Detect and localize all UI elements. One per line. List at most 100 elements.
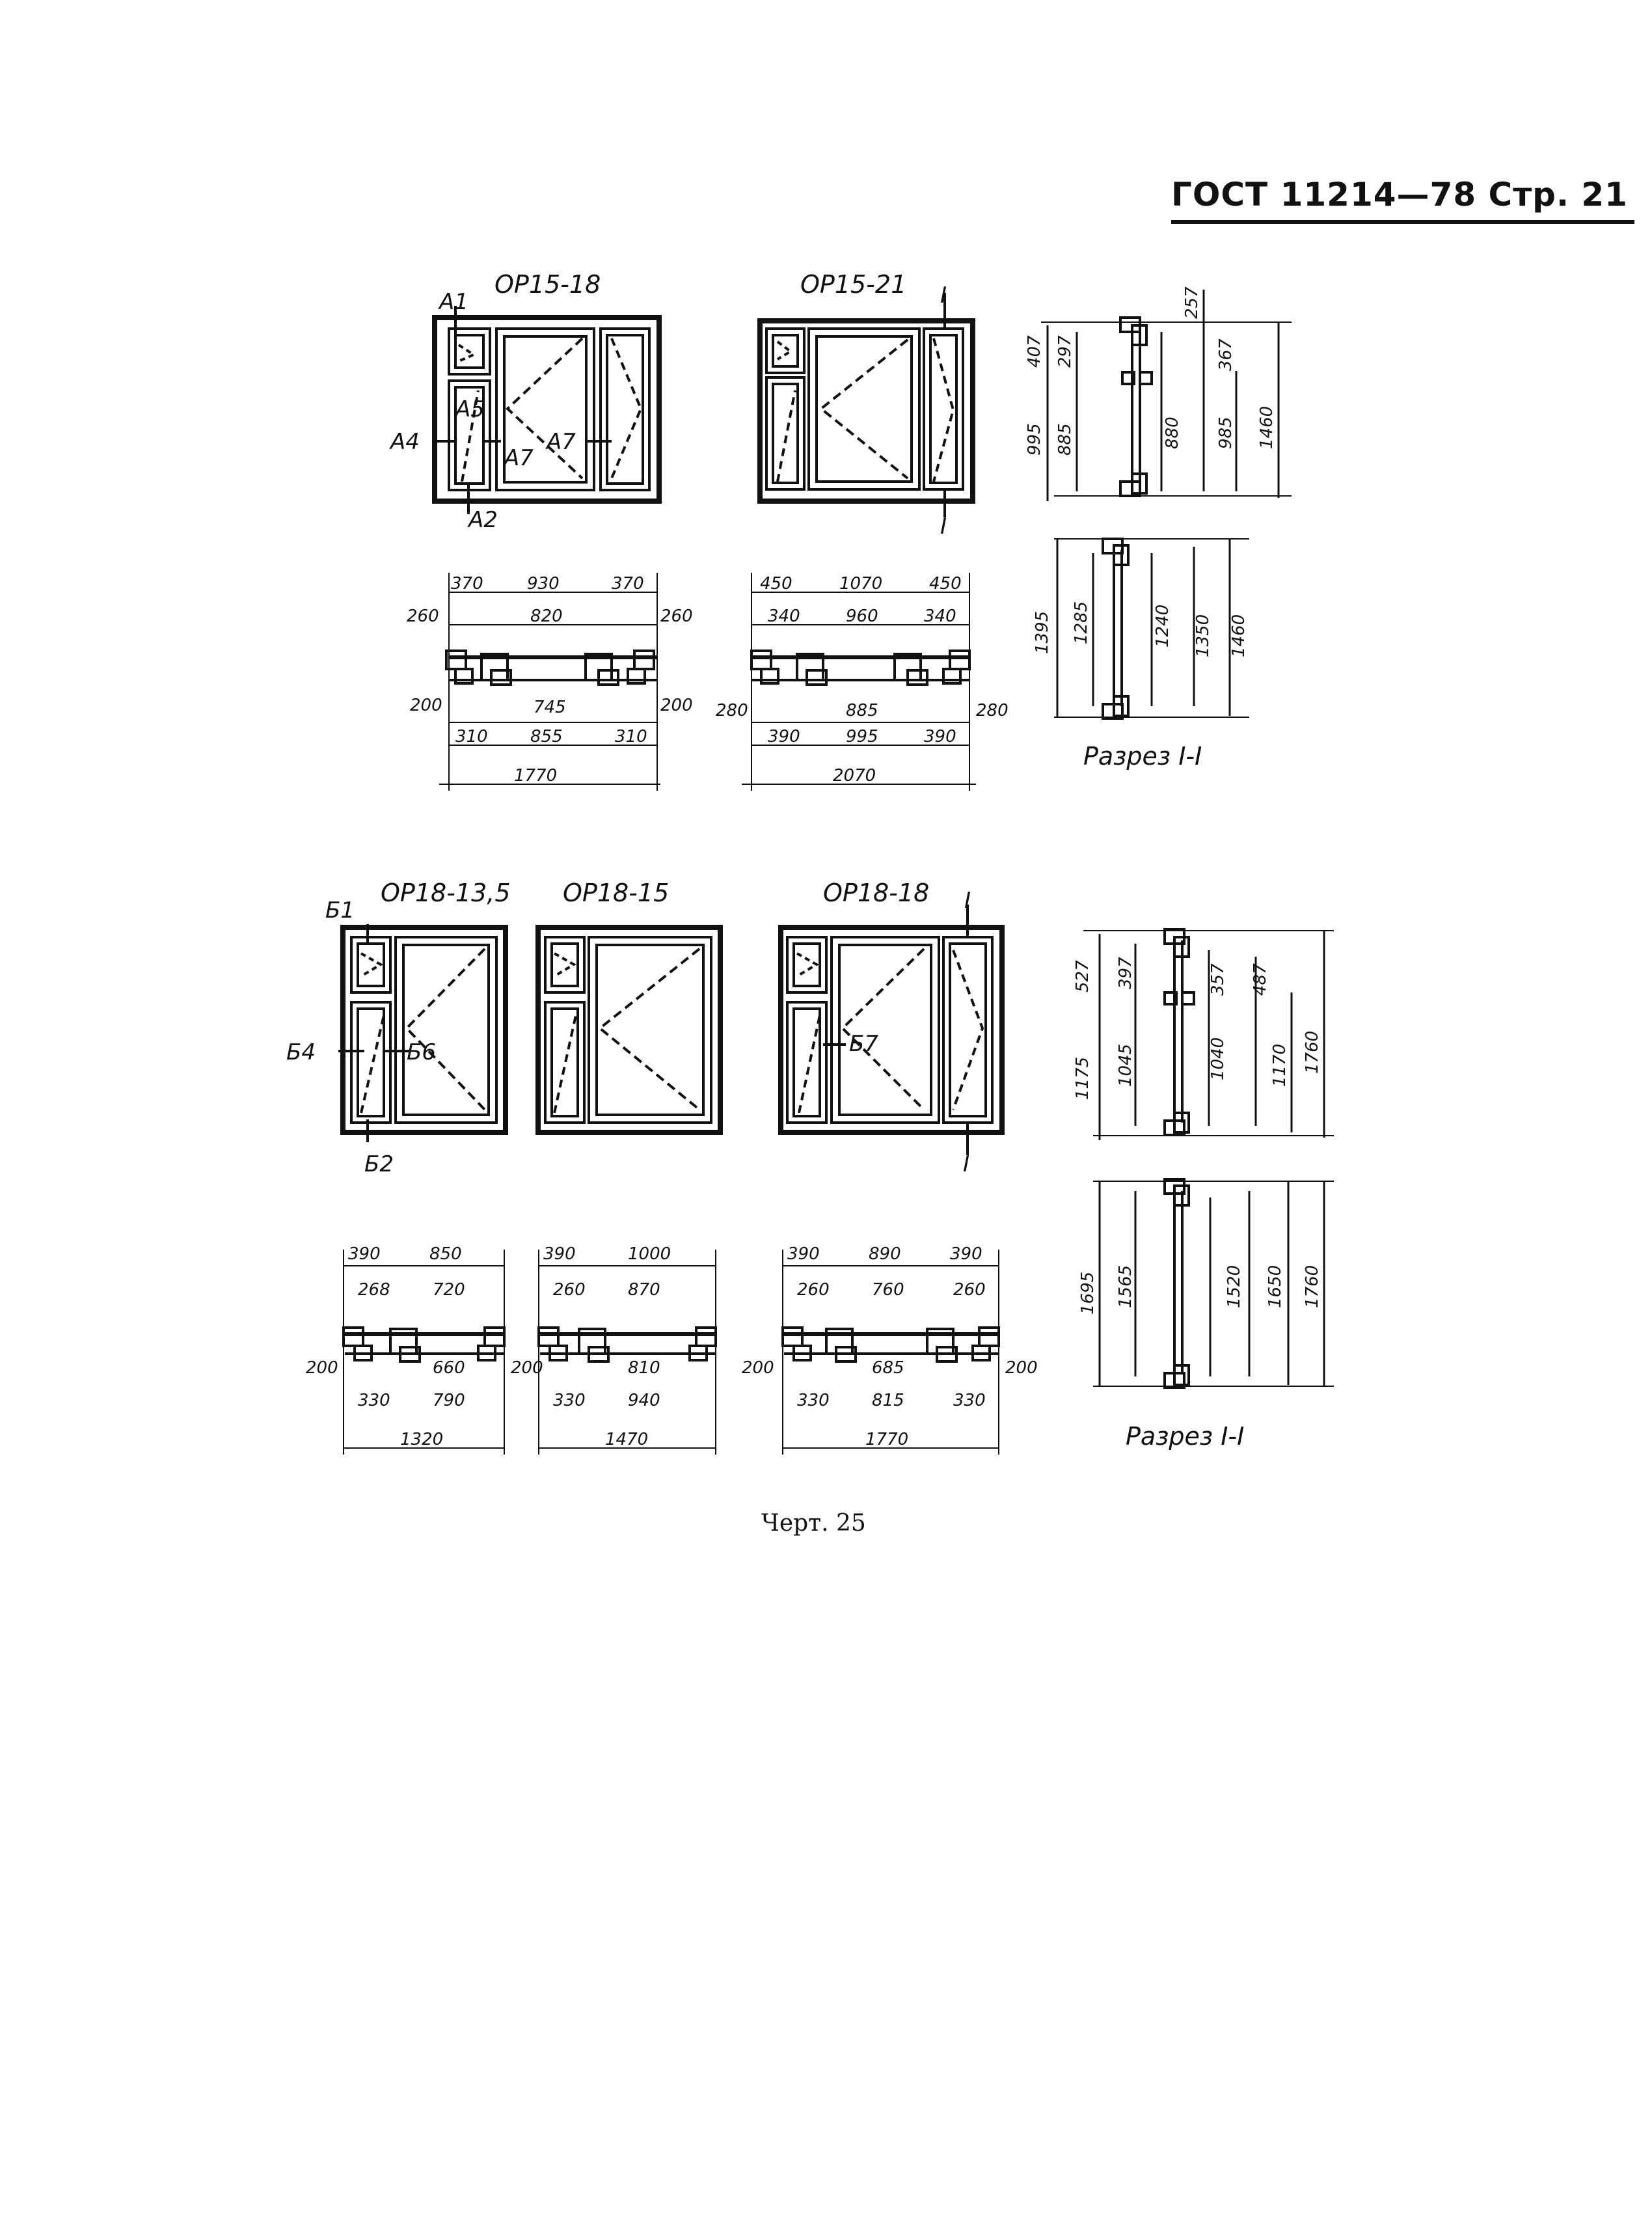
title-op18-15: ОР18-15 xyxy=(563,879,669,907)
dim: 257 xyxy=(1182,286,1202,319)
dim: 995 xyxy=(846,727,878,746)
dim: 390 xyxy=(768,727,800,746)
dim: 855 xyxy=(530,727,563,746)
window-op15-18-plan xyxy=(439,573,660,791)
dim: 390 xyxy=(348,1244,381,1264)
dim: 200 xyxy=(660,696,693,715)
mark-a5: А5 xyxy=(454,396,485,422)
mark-a2: А2 xyxy=(467,507,498,533)
dim: 1320 xyxy=(400,1430,443,1449)
page-header: ГОСТ 11214—78 Стр. 21 xyxy=(1171,176,1634,224)
mark-a4: А4 xyxy=(389,429,420,455)
section-2-bottom xyxy=(1093,1178,1334,1389)
dim: 1240 xyxy=(1153,605,1172,648)
section-label-1: Разрез I-I xyxy=(1083,742,1202,771)
mark-b2: Б2 xyxy=(364,1151,394,1177)
dim: 1395 xyxy=(1033,611,1052,654)
dim: 720 xyxy=(433,1280,465,1300)
dim: 890 xyxy=(869,1244,901,1264)
dim: 660 xyxy=(433,1358,465,1378)
section-2-top xyxy=(1083,928,1334,1140)
dim: 390 xyxy=(543,1244,576,1264)
mark-a7-left: А7 xyxy=(503,445,534,471)
title-op15-18: ОР15-18 xyxy=(494,270,601,299)
header-rule xyxy=(1171,220,1634,224)
dim: 1760 xyxy=(1303,1031,1322,1074)
roman-i-op15-21-top: I xyxy=(940,282,947,308)
dim: 367 xyxy=(1216,338,1236,371)
dim: 885 xyxy=(1055,423,1075,456)
dim: 390 xyxy=(787,1244,820,1264)
mark-a1: А1 xyxy=(438,289,468,315)
dim: 1175 xyxy=(1073,1057,1092,1100)
dim: 930 xyxy=(527,574,560,594)
dim: 820 xyxy=(530,607,563,626)
dim: 1040 xyxy=(1208,1037,1228,1080)
title-op18-18: ОР18-18 xyxy=(823,879,929,907)
dim: 340 xyxy=(768,607,800,626)
dim: 760 xyxy=(872,1280,904,1300)
mark-b6: Б6 xyxy=(407,1039,436,1065)
dim: 390 xyxy=(924,727,956,746)
dim: 527 xyxy=(1073,960,1092,992)
window-op18-15-plan xyxy=(537,1250,717,1455)
dim: 1770 xyxy=(865,1430,908,1449)
window-op15-21-plan xyxy=(742,573,976,791)
dim: 1650 xyxy=(1266,1265,1285,1308)
dim: 1470 xyxy=(605,1430,648,1449)
window-op18-18-elevation xyxy=(778,905,1005,1155)
dim: 815 xyxy=(872,1391,904,1410)
mark-b7: Б7 xyxy=(849,1031,878,1057)
window-op18-13-5-elevation xyxy=(338,924,508,1142)
dim: 790 xyxy=(433,1391,465,1410)
mark-b1: Б1 xyxy=(325,897,355,923)
dim: 1000 xyxy=(628,1244,671,1264)
dim: 397 xyxy=(1116,957,1135,989)
dim: 370 xyxy=(612,574,644,594)
dim: 850 xyxy=(429,1244,462,1264)
figure-caption: Черт. 25 xyxy=(761,1510,866,1537)
dim: 260 xyxy=(797,1280,830,1300)
dim: 985 xyxy=(1216,417,1236,449)
dim: 260 xyxy=(407,607,439,626)
dim: 260 xyxy=(553,1280,586,1300)
dim: 1695 xyxy=(1078,1272,1098,1315)
dim: 330 xyxy=(953,1391,986,1410)
dim: 870 xyxy=(628,1280,660,1300)
dim: 2070 xyxy=(833,766,876,786)
dim: 487 xyxy=(1251,963,1270,996)
dim: 200 xyxy=(742,1358,774,1378)
dim: 200 xyxy=(511,1358,543,1378)
mark-a7-right: А7 xyxy=(545,429,576,455)
dim: 330 xyxy=(797,1391,830,1410)
dim: 880 xyxy=(1163,417,1182,449)
dim: 745 xyxy=(534,698,566,717)
dim: 330 xyxy=(553,1391,586,1410)
window-op15-21-elevation xyxy=(757,293,975,517)
section-1-top xyxy=(1041,290,1292,501)
title-op18-13-5: ОР18-13,5 xyxy=(381,879,511,907)
dim: 1460 xyxy=(1257,406,1277,449)
section-label-2: Разрез I-I xyxy=(1126,1422,1244,1451)
dim: 885 xyxy=(846,701,878,720)
dim: 370 xyxy=(451,574,483,594)
dim: 330 xyxy=(358,1391,390,1410)
window-op18-15-elevation xyxy=(535,925,723,1135)
roman-i-op15-21-bottom: I xyxy=(940,513,947,540)
dim: 200 xyxy=(1005,1358,1038,1378)
dim: 1350 xyxy=(1193,614,1213,657)
dim: 450 xyxy=(760,574,792,594)
dim: 280 xyxy=(976,701,1009,720)
dim: 1285 xyxy=(1072,601,1091,644)
roman-i-op18-18-bottom: I xyxy=(963,1151,969,1177)
dim: 310 xyxy=(615,727,647,746)
dim: 1565 xyxy=(1116,1265,1135,1308)
dim: 685 xyxy=(872,1358,904,1378)
dim: 940 xyxy=(628,1391,660,1410)
mark-b4: Б4 xyxy=(286,1039,316,1065)
dim: 995 xyxy=(1025,423,1044,456)
dim: 810 xyxy=(628,1358,660,1378)
dim: 1045 xyxy=(1116,1044,1135,1087)
dim: 268 xyxy=(358,1280,390,1300)
